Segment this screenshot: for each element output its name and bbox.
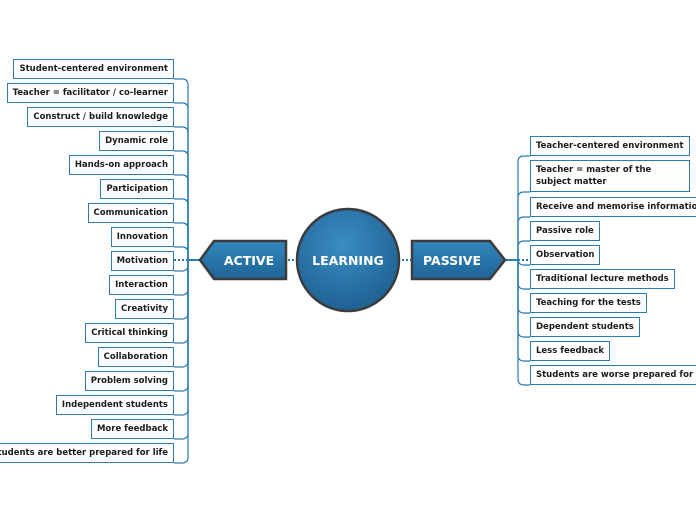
active-label: ACTIVE: [224, 253, 274, 268]
active-connector: [174, 259, 200, 344]
active-item-interaction[interactable]: Interaction: [109, 275, 174, 295]
passive-item-teacher-master-of-the-subject-matter[interactable]: Teacher = master of the subject matter: [530, 160, 690, 192]
active-connector: [174, 259, 200, 296]
passive-connector: [506, 216, 530, 261]
active-connector: [174, 198, 200, 261]
active-connector: [174, 174, 200, 261]
active-item-creativity[interactable]: Creativity: [115, 299, 174, 319]
active-item-participation[interactable]: Participation: [100, 179, 174, 199]
passive-connectors: [506, 155, 530, 386]
passive-item-teaching-for-the-tests[interactable]: Teaching for the tests: [530, 293, 647, 313]
active-connector: [174, 222, 200, 261]
passive-item-traditional-lecture-methods[interactable]: Traditional lecture methods: [530, 269, 675, 289]
passive-connector: [506, 240, 530, 261]
passive-item-receive-and-memorise-information[interactable]: Receive and memorise information: [530, 197, 696, 217]
active-item-teacher-facilitator-co-learner[interactable]: Teacher = facilitator / co-learner: [6, 83, 174, 103]
active-connector: [174, 259, 200, 464]
active-connector: [174, 150, 200, 261]
active-item-construct-build-knowledge[interactable]: Construct / build knowledge: [27, 107, 174, 127]
active-connector: [174, 246, 200, 261]
passive-connector: [506, 259, 530, 386]
learning-label: LEARNING: [312, 253, 384, 268]
passive-item-dependent-students[interactable]: Dependent students: [530, 317, 640, 337]
passive-item-teacher-centered-environment[interactable]: Teacher-centered environment: [530, 136, 690, 156]
active-item-student-centered-environment[interactable]: Student-centered environment: [13, 59, 174, 79]
active-item-innovation[interactable]: Innovation: [110, 227, 174, 247]
active-item-dynamic-role[interactable]: Dynamic role: [99, 131, 174, 151]
active-node[interactable]: ACTIVE: [198, 239, 288, 281]
active-item-more-feedback[interactable]: More feedback: [90, 419, 174, 439]
active-connector: [174, 126, 200, 261]
active-connector: [174, 78, 200, 261]
active-item-communication[interactable]: Communication: [87, 203, 174, 223]
active-connector: [174, 259, 200, 392]
passive-label: PASSIVE: [423, 253, 481, 268]
active-connector: [174, 259, 200, 368]
passive-item-passive-role[interactable]: Passive role: [530, 221, 600, 241]
active-item-problem-solving[interactable]: Problem solving: [84, 371, 174, 391]
active-item-independent-students[interactable]: Independent students: [55, 395, 174, 415]
active-connector: [174, 259, 200, 272]
active-connector: [174, 259, 200, 416]
active-item-collaboration[interactable]: Collaboration: [97, 347, 174, 367]
passive-connector: [506, 191, 530, 261]
passive-item-less-feedback[interactable]: Less feedback: [530, 341, 611, 361]
passive-item-students-are-worse-prepared-for-life[interactable]: Students are worse prepared for life: [530, 365, 696, 385]
active-connector: [174, 102, 200, 261]
active-connectors: [174, 78, 200, 464]
passive-node[interactable]: PASSIVE: [410, 239, 507, 281]
passive-item-observation[interactable]: Observation: [530, 245, 601, 265]
active-item-students-are-better-prepared-for-life[interactable]: Students are better prepared for life: [0, 443, 174, 463]
active-item-critical-thinking[interactable]: Critical thinking: [85, 323, 174, 343]
active-item-hands-on-approach[interactable]: Hands-on approach: [68, 155, 174, 175]
learning-node[interactable]: LEARNING: [295, 207, 401, 313]
active-item-motivation[interactable]: Motivation: [110, 251, 174, 271]
passive-connector: [506, 155, 530, 261]
